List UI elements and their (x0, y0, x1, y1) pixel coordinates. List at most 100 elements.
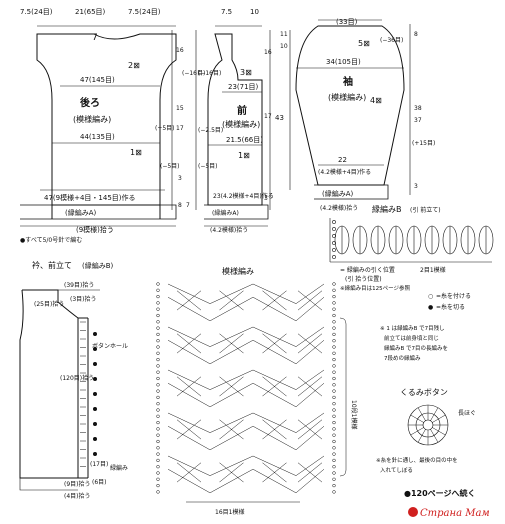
edge-chain (156, 351, 160, 355)
back-neck-mark: 7 (92, 33, 98, 43)
edge-chain (332, 282, 336, 286)
edge-chain (156, 320, 160, 324)
edge-chain (156, 345, 160, 349)
button-note2: ※糸を針に通し、最後の目の中を (376, 456, 458, 464)
edge-chain (156, 427, 160, 431)
sleeve-bottom-caption: (4.2模様+4目)作る (318, 168, 371, 176)
chevron-row (167, 369, 325, 390)
watermark-brand: Страна Мам (420, 508, 490, 519)
button-note1: 長ほぐ (458, 410, 476, 417)
sleeve-right-3: 38 (414, 105, 422, 112)
edge-chain (332, 420, 336, 425)
lattice (219, 419, 244, 440)
buttonhole-marks (80, 321, 97, 467)
edge-chain (156, 370, 160, 374)
lattice (297, 333, 323, 354)
edge-chain (156, 313, 160, 318)
edge-chain (332, 389, 336, 393)
back-w-right: 7.5(24目) (128, 8, 161, 16)
sleeve-pattern: (模様編み) (328, 92, 366, 102)
mid-dim-5: 7 (186, 202, 190, 209)
edge-chain (156, 301, 160, 305)
lattice (262, 419, 287, 440)
edging-hint: ※縁編み目は125ページ参照 (340, 284, 410, 292)
edge-chain (156, 458, 160, 463)
chevron-row-inner (167, 339, 325, 365)
edge-chain (332, 288, 336, 292)
front-right-0: 16 (264, 49, 272, 56)
button-spoke (410, 427, 424, 436)
lattice (297, 290, 323, 311)
front-piece (204, 33, 269, 220)
buttonhole-dot (93, 452, 97, 456)
edge-chain (332, 345, 336, 349)
sleeve-left-1: 10 (280, 43, 288, 50)
back-w44: 44(135目) (80, 133, 115, 141)
edge-chain (156, 439, 160, 444)
edge-chain (156, 395, 160, 400)
edge-chain (332, 408, 336, 412)
edging-b-title: 縁編みB (372, 204, 402, 214)
sleeve-title: 袖 (342, 75, 353, 88)
edge-chain (332, 483, 336, 488)
buttonhole-dot (93, 332, 97, 336)
edge-chain (332, 294, 336, 299)
button-spoke (417, 407, 426, 421)
edging-legend-1: (引 拾う位置) (345, 275, 382, 283)
back-band-caption: (縁編みA) (65, 208, 97, 217)
edge-chain (332, 402, 336, 406)
edge-chain (332, 357, 336, 362)
edge-chain (332, 370, 336, 374)
button-spoke (432, 427, 446, 436)
lattice (262, 376, 287, 397)
placket-label-6: (9目)拾う (64, 480, 91, 488)
edge-chain (156, 307, 160, 311)
lattice (297, 462, 323, 483)
edge-chain (332, 339, 336, 343)
edge-chain (156, 339, 160, 343)
edge-chain (332, 465, 336, 469)
edge-chain (156, 288, 160, 292)
placket-label-3: (120目)拾う (60, 374, 94, 382)
front-w23: 23(71目) (228, 83, 259, 91)
buttonhole-dot (93, 422, 97, 426)
back-outer-caption: (9模様)拾う (76, 225, 114, 234)
front-arm-mark2: (−2.5目) (198, 127, 223, 134)
edge-chain (156, 389, 160, 393)
placket-label-0: (39目)拾う (64, 281, 94, 289)
edge-chain (332, 301, 336, 305)
buttonhole-dot (93, 362, 97, 366)
back-pattern: (模様編み) (73, 114, 111, 124)
back-w-top: 21(65目) (75, 8, 106, 16)
front-arm-mark: (−16目) (198, 70, 221, 77)
edging-chain (332, 234, 336, 238)
placket-title: 衿、前立て (32, 260, 72, 270)
placket-sub: (縁編みB) (82, 261, 114, 270)
side-dims-left (171, 30, 197, 210)
mid-dim-3: 3 (178, 175, 182, 182)
buttonhole-dot (93, 407, 97, 411)
mid-dim-2: 17 (176, 125, 184, 132)
footer-continue: ●120ページへ続く (404, 488, 476, 498)
edge-chain (156, 465, 160, 469)
left-dim-1: (−5目) (160, 163, 180, 170)
sleeve-left-0: 11 (280, 31, 288, 38)
button-spoke (430, 429, 439, 443)
edge-chain (332, 433, 336, 437)
edging-b-sub: (引 前立て) (410, 206, 441, 214)
edging-start: 2目1模様 (420, 266, 446, 274)
legend-sym-0: ○ (428, 293, 433, 300)
mid-dim-1: 15 (176, 105, 184, 112)
chevron-row-inner (167, 468, 325, 494)
chevron-row-inner (167, 382, 325, 408)
button-title: くるみボタン (400, 388, 448, 397)
edging-chain (332, 241, 336, 245)
edge-chain (332, 376, 336, 381)
back-dim-lines (20, 25, 176, 227)
stitch-chart (156, 282, 347, 503)
placket-label-4: (17目) (90, 461, 108, 468)
lattice (176, 376, 202, 397)
edging-b-chart (329, 218, 494, 263)
edge-chain (156, 433, 160, 437)
